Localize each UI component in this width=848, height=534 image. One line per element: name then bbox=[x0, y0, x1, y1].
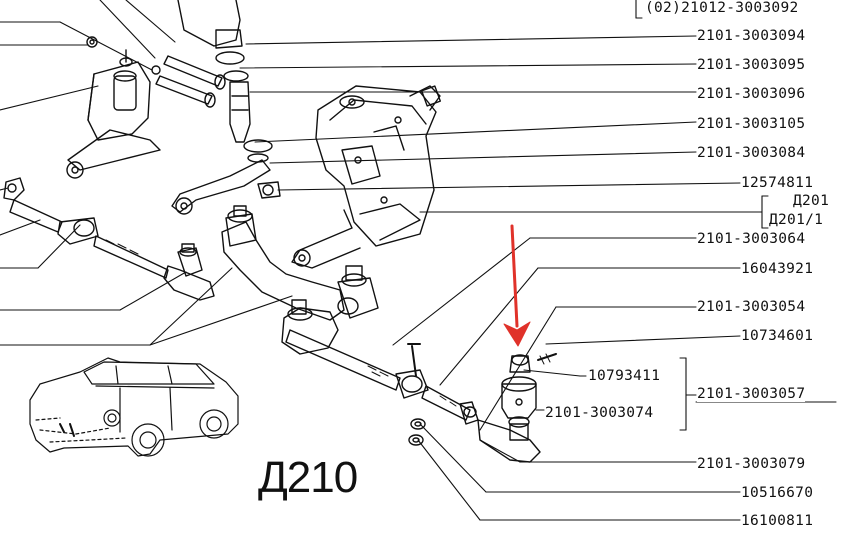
part-number-label: Д201/1 bbox=[769, 212, 824, 228]
part-number-label: 2101-3003064 bbox=[697, 231, 806, 247]
washers-and-nuts bbox=[408, 418, 426, 446]
part-number-label: 10793411 bbox=[588, 368, 661, 384]
part-number-label: 10516670 bbox=[741, 485, 814, 501]
part-number-label: Д201 bbox=[793, 193, 830, 209]
part-number-label: 2101-3003105 bbox=[697, 116, 806, 132]
center-link bbox=[221, 205, 379, 321]
left-leader-lines bbox=[0, 0, 293, 346]
part-number-label: 12574811 bbox=[741, 175, 814, 191]
tie-rod-end bbox=[477, 353, 557, 463]
part-number-label: 10734601 bbox=[741, 328, 814, 344]
left-tie-rod bbox=[3, 177, 215, 301]
right-tie-rod bbox=[281, 299, 479, 425]
car-silhouette bbox=[29, 357, 239, 457]
part-number-label: 2101-3003057 bbox=[697, 386, 806, 402]
bolts bbox=[155, 55, 226, 108]
part-number-label: 2101-3003095 bbox=[697, 57, 806, 73]
part-number-label: 2101-3003079 bbox=[697, 456, 806, 472]
figure-code: Д210 bbox=[258, 453, 358, 502]
steering-box bbox=[291, 85, 442, 269]
part-number-label: 2101-3003096 bbox=[697, 86, 806, 102]
part-number-label: 16043921 bbox=[741, 261, 814, 277]
indicator-arrow bbox=[503, 224, 531, 347]
part-number-label: 2101-3003094 bbox=[697, 28, 806, 44]
pitman-arm bbox=[171, 159, 281, 215]
part-number-label: 2101-3003074 bbox=[545, 405, 654, 421]
part-number-label: (02)21012-3003092 bbox=[645, 0, 799, 16]
right-leader-lines bbox=[239, 0, 837, 521]
part-number-label: 16100811 bbox=[741, 513, 814, 529]
part-number-label: 2101-3003084 bbox=[697, 145, 806, 161]
pendulum-arm-bracket bbox=[66, 36, 161, 179]
part-number-label: 2101-3003054 bbox=[697, 299, 806, 315]
steering-shaft bbox=[177, 0, 273, 163]
